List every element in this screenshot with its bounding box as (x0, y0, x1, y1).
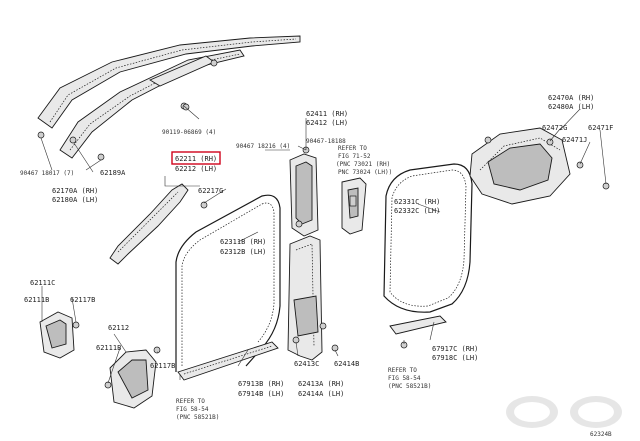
cowl-side-trim (39, 311, 161, 409)
label-62413a: 62413A (RH) (298, 380, 344, 388)
label-62111b-bot: 62111B (96, 344, 121, 352)
label-90467-mid: 90467 18216 (4) (236, 143, 290, 150)
label-62111b-top: 62111B (24, 296, 49, 304)
rear-scuff-plate (389, 315, 447, 349)
label-62413c: 62413C (294, 360, 319, 368)
label-67917c: 67917C (RH) (432, 345, 478, 353)
watermark-logo (506, 396, 622, 428)
label-refer-7152-pnc1: (PNC 73021 (RH) (336, 161, 390, 168)
label-62117b-top: 62117B (70, 296, 95, 304)
label-62312b: 62312B (LH) (220, 248, 266, 256)
label-refer-5854-right-pnc: (PNC 58521B) (388, 383, 431, 390)
label-62311b: 62311B (RH) (220, 238, 266, 246)
label-62189a: 62189A (100, 169, 126, 177)
front-scuff-plate (177, 341, 279, 381)
label-refer-5854-left: REFER TO (176, 398, 205, 405)
label-67914b: 67914B (LH) (238, 390, 284, 398)
label-90467-left: 90467 18017 (7) (20, 170, 74, 177)
part-labels: 62211 (RH) 62212 (LH) 90119-06869 (4) 90… (20, 94, 613, 438)
front-pillar-garnish (109, 176, 208, 265)
rear-door-weatherstrip (383, 163, 473, 313)
label-62217g: 62217G (198, 187, 223, 195)
label-62212: 62212 (LH) (175, 165, 217, 173)
label-refer-7152: REFER TO (338, 145, 367, 152)
label-90119: 90119-06869 (4) (162, 129, 216, 136)
seat-belt-anchor (341, 177, 367, 235)
label-refer-7152-fig: FIG 71-52 (338, 153, 371, 160)
label-62211: 62211 (RH) (175, 155, 217, 163)
label-diagram-code: 62324B (590, 431, 612, 438)
roof-side-garnish (37, 35, 301, 159)
label-refer-5854-left-pnc: (PNC 58521B) (176, 414, 219, 421)
label-62412: 62412 (LH) (306, 119, 348, 127)
label-62331c: 62331C (RH) (394, 198, 440, 206)
front-door-weatherstrip (175, 194, 281, 372)
label-62170a: 62170A (RH) (52, 187, 98, 195)
label-90467-right: 90467-18188 (306, 138, 346, 145)
label-62112: 62112 (108, 324, 129, 332)
label-refer-5854-right: REFER TO (388, 367, 417, 374)
label-62411: 62411 (RH) (306, 110, 348, 118)
center-pillar-lower (287, 235, 339, 361)
label-62472g: 62472G (542, 124, 567, 132)
label-62471f: 62471F (588, 124, 613, 132)
quarter-trim (469, 127, 610, 205)
label-refer-5854-left-fig: FIG 58-54 (176, 406, 209, 413)
leader-lines (40, 105, 607, 384)
center-pillar-upper (182, 103, 319, 237)
label-62332c: 62332C (LH) (394, 207, 440, 215)
label-62414a: 62414A (LH) (298, 390, 344, 398)
label-62470a: 62470A (RH) (548, 94, 594, 102)
label-refer-5854-right-fig: FIG 58-54 (388, 375, 421, 382)
label-62117b-bot: 62117B (150, 362, 175, 370)
label-62180a: 62180A (LH) (52, 196, 98, 204)
highlight-box-62211 (171, 151, 221, 165)
label-67913b: 67913B (RH) (238, 380, 284, 388)
label-62111c: 62111C (30, 279, 55, 287)
label-62414b: 62414B (334, 360, 359, 368)
label-67918c: 67918C (LH) (432, 354, 478, 362)
label-refer-7152-pnc2: PNC 73024 (LH)) (338, 169, 392, 176)
label-62471j: 62471J (562, 136, 587, 144)
label-62480a: 62480A (LH) (548, 103, 594, 111)
